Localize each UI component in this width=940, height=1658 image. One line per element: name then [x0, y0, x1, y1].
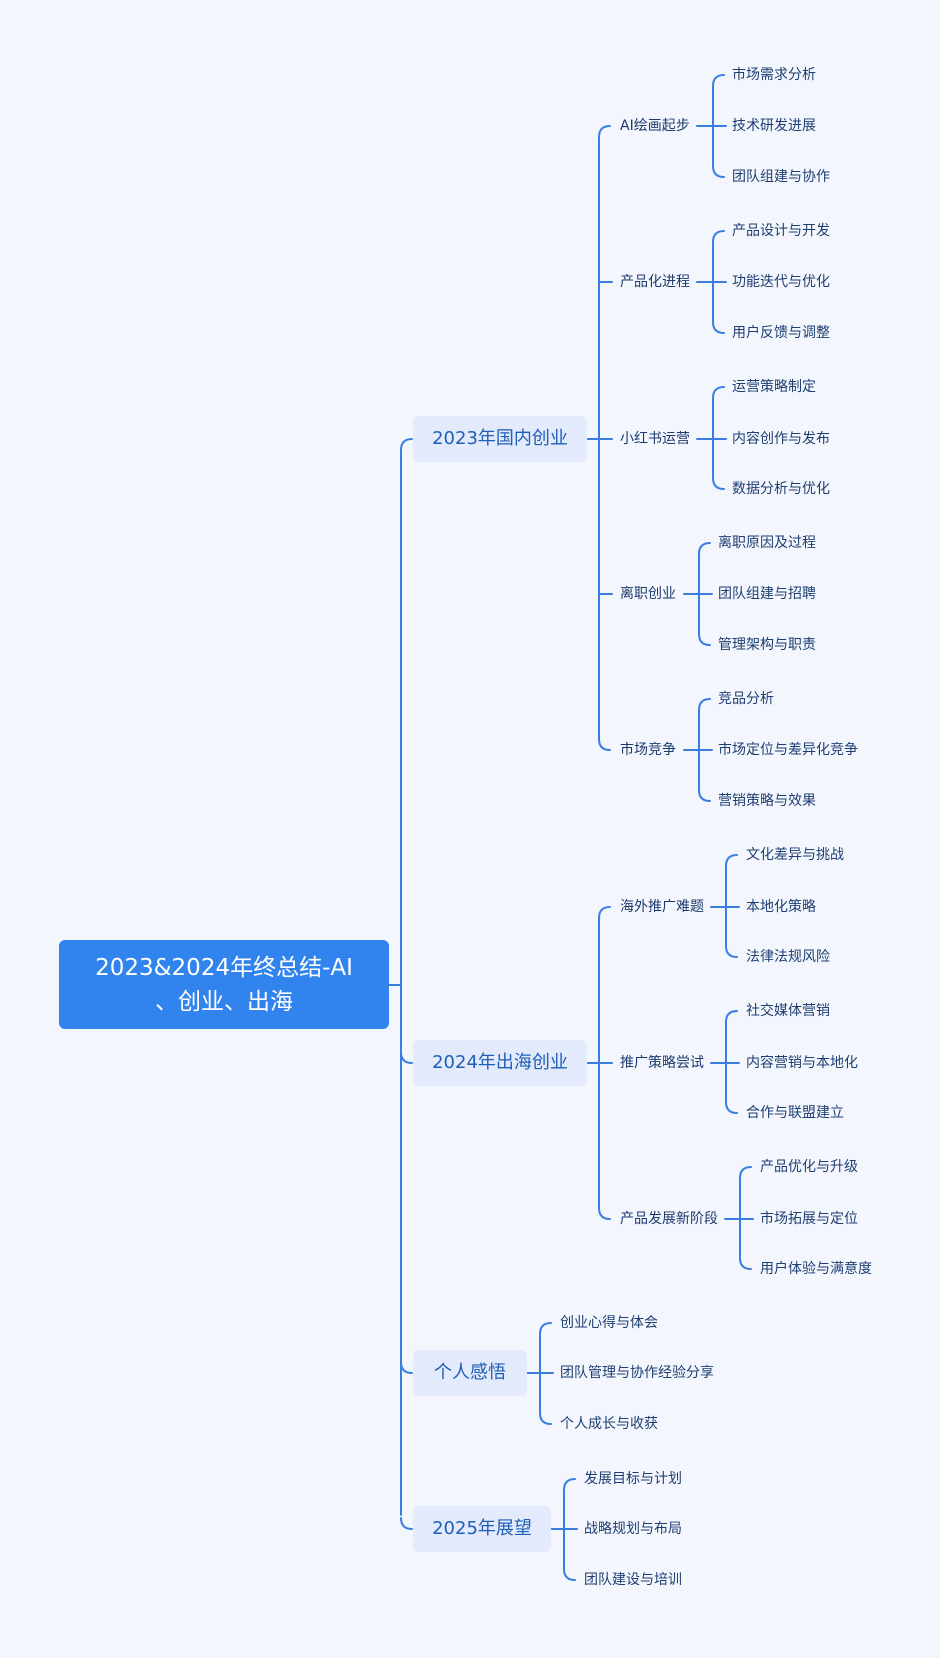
topic-overseas-promotion-challenges[interactable]: 海外推广难题	[620, 899, 704, 915]
leaf-node[interactable]: 团队管理与协作经验分享	[560, 1365, 714, 1381]
leaf-node[interactable]: 合作与联盟建立	[746, 1105, 844, 1121]
topic-market-competition[interactable]: 市场竞争	[620, 742, 676, 758]
connector	[696, 230, 727, 334]
topic-xiaohongshu-ops[interactable]: 小红书运营	[620, 431, 690, 447]
connector	[710, 854, 740, 958]
leaf-node[interactable]: 内容营销与本地化	[746, 1055, 858, 1071]
connector	[724, 1166, 754, 1270]
leaf-node[interactable]: 发展目标与计划	[584, 1471, 682, 1487]
branch-2023-domestic[interactable]: 2023年国内创业	[413, 416, 587, 462]
topic-ai-painting-start[interactable]: AI绘画起步	[620, 118, 690, 134]
connector	[526, 1322, 554, 1425]
leaf-node[interactable]: 团队组建与协作	[732, 169, 830, 185]
connector	[696, 386, 727, 490]
leaf-node[interactable]: 法律法规风险	[746, 949, 830, 965]
leaf-node[interactable]: 数据分析与优化	[732, 481, 830, 497]
branch-2025-outlook[interactable]: 2025年展望	[413, 1506, 551, 1552]
topic-productization[interactable]: 产品化进程	[620, 274, 690, 290]
leaf-node[interactable]: 创业心得与体会	[560, 1315, 658, 1331]
leaf-node[interactable]: 技术研发进展	[732, 118, 816, 134]
branch-personal-insights[interactable]: 个人感悟	[413, 1350, 527, 1396]
leaf-node[interactable]: 功能迭代与优化	[732, 274, 830, 290]
connector	[710, 1010, 740, 1114]
leaf-node[interactable]: 市场定位与差异化竞争	[718, 742, 858, 758]
leaf-node[interactable]: 本地化策略	[746, 899, 816, 915]
leaf-node[interactable]: 内容创作与发布	[732, 431, 830, 447]
topic-product-new-stage[interactable]: 产品发展新阶段	[620, 1211, 718, 1227]
leaf-node[interactable]: 运营策略制定	[732, 379, 816, 395]
leaf-node[interactable]: 团队建设与培训	[584, 1572, 682, 1588]
leaf-node[interactable]: 个人成长与收获	[560, 1416, 658, 1432]
root-node[interactable]: 2023&2024年终总结-AI 、创业、出海	[59, 940, 389, 1029]
leaf-node[interactable]: 文化差异与挑战	[746, 847, 844, 863]
topic-quit-to-startup[interactable]: 离职创业	[620, 586, 676, 602]
root-title-line1: 2023&2024年终总结-AI	[95, 954, 353, 981]
root-title-line2: 、创业、出海	[155, 988, 293, 1015]
connector	[683, 698, 713, 802]
leaf-node[interactable]: 用户反馈与调整	[732, 325, 830, 341]
leaf-node[interactable]: 战略规划与布局	[584, 1521, 682, 1537]
leaf-node[interactable]: 离职原因及过程	[718, 535, 816, 551]
connector	[550, 1478, 578, 1581]
connector	[696, 74, 727, 178]
leaf-node[interactable]: 市场拓展与定位	[760, 1211, 858, 1227]
leaf-node[interactable]: 管理架构与职责	[718, 637, 816, 653]
leaf-node[interactable]: 社交媒体营销	[746, 1003, 830, 1019]
connector	[388, 438, 413, 1530]
connector	[586, 906, 613, 1220]
connector	[683, 542, 713, 646]
leaf-node[interactable]: 产品设计与开发	[732, 223, 830, 239]
connector	[586, 125, 613, 751]
leaf-node[interactable]: 营销策略与效果	[718, 793, 816, 809]
leaf-node[interactable]: 用户体验与满意度	[760, 1261, 872, 1277]
leaf-node[interactable]: 产品优化与升级	[760, 1159, 858, 1175]
branch-2024-overseas[interactable]: 2024年出海创业	[413, 1040, 587, 1086]
leaf-node[interactable]: 团队组建与招聘	[718, 586, 816, 602]
leaf-node[interactable]: 市场需求分析	[732, 67, 816, 83]
topic-promotion-strategy-attempts[interactable]: 推广策略尝试	[620, 1055, 704, 1071]
leaf-node[interactable]: 竞品分析	[718, 691, 774, 707]
